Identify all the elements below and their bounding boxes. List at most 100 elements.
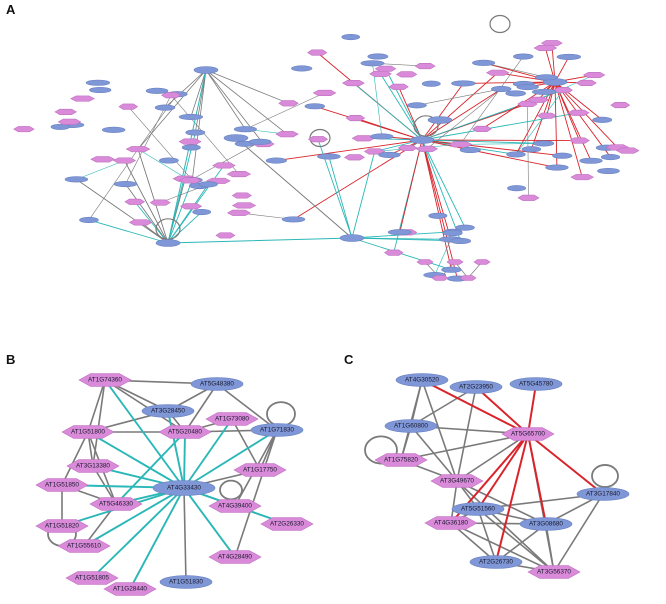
- panel-a-node: [112, 157, 137, 164]
- panel-c-edge: [456, 433, 529, 482]
- panel-c-edge: [456, 386, 477, 482]
- panel-b-node: [35, 519, 89, 533]
- panel-a-node: [459, 146, 481, 154]
- panel-a-node: [304, 103, 325, 110]
- panel-a-node: [600, 154, 621, 161]
- panel-a-edge: [434, 239, 452, 276]
- panel-b-node: [65, 571, 119, 585]
- panel-a-edge: [459, 143, 544, 145]
- panel-b-node-label: AT5G20480: [168, 429, 202, 436]
- panel-a-node: [537, 112, 557, 119]
- panel-c-edge: [421, 379, 458, 482]
- panel-c-edge: [450, 480, 458, 524]
- panel-a-node: [128, 219, 153, 226]
- panel-c-edge: [400, 433, 529, 461]
- panel-a-node: [491, 85, 512, 93]
- panel-a-edge: [170, 94, 240, 175]
- panel-letter-a: A: [6, 2, 16, 17]
- panel-a-node: [442, 230, 463, 237]
- panel-a-edge: [421, 139, 558, 168]
- panel-a-edge: [554, 81, 583, 178]
- panel-a-node: [278, 100, 299, 107]
- panel-b-node-label: AT4G28490: [218, 554, 252, 561]
- panel-c-node-label: AT5G51560: [461, 506, 495, 513]
- panel-a-edge: [328, 156, 353, 239]
- panel-b-node: [233, 463, 287, 477]
- panel-a-node: [374, 65, 397, 72]
- panel-a-node: [360, 60, 385, 67]
- panel-a-edge: [416, 88, 502, 106]
- panel-a-node: [344, 154, 365, 161]
- panel-c-node: [384, 419, 438, 433]
- panel-a-node: [281, 216, 306, 223]
- panel-c-node: [527, 565, 581, 579]
- panel-a-node: [231, 192, 252, 199]
- panel-b-edge: [104, 379, 185, 489]
- panel-b-node: [57, 539, 111, 553]
- panel-c-node-label: AT2G26730: [479, 559, 513, 566]
- panel-a-node: [155, 239, 181, 247]
- panel-a-node: [70, 95, 95, 102]
- panel-c-edge: [477, 433, 529, 510]
- panel-a-edge: [385, 68, 423, 141]
- panel-a-network: [13, 14, 640, 282]
- panel-c-edge: [527, 433, 604, 495]
- panel-a-node: [616, 147, 640, 154]
- panel-a-node: [567, 109, 590, 116]
- panel-b-edge: [183, 431, 186, 489]
- panel-a-edge: [124, 160, 169, 244]
- panel-a-edge: [352, 82, 423, 141]
- panel-a-node: [85, 79, 111, 86]
- panel-a-node: [575, 79, 597, 87]
- panel-b-node: [89, 497, 143, 511]
- panel-a-node: [185, 129, 206, 136]
- panel-a-edge: [88, 219, 169, 244]
- panel-a-edge: [483, 62, 547, 78]
- panel-a-node: [473, 259, 491, 265]
- panel-a-node: [556, 53, 581, 60]
- panel-a-node: [341, 33, 361, 41]
- panel-a-node: [226, 171, 252, 178]
- panel-a-node: [50, 123, 70, 130]
- panel-a-node: [57, 118, 82, 125]
- panel-b-node: [158, 425, 212, 439]
- panel-b-edge: [92, 379, 106, 467]
- panel-b-node-label: AT1G73080: [215, 416, 249, 423]
- panel-a-edge: [167, 183, 209, 244]
- panel-a-node: [455, 224, 475, 231]
- panel-b-node-label: AT4G39400: [218, 503, 252, 510]
- panel-a-edge: [421, 139, 545, 144]
- panel-b-network: AT1G74360AT5G48380AT3G28450AT1G73080AT1G…: [35, 373, 314, 596]
- panel-a-node: [545, 164, 569, 171]
- panel-a-node: [485, 69, 510, 76]
- panel-a-node: [397, 144, 418, 152]
- panel-b-node: [152, 480, 216, 496]
- panel-a-edge: [167, 179, 193, 244]
- panel-c-node: [451, 502, 505, 516]
- panel-b-edge: [184, 383, 218, 433]
- panel-b-node: [159, 575, 213, 589]
- panel-a-edge: [421, 139, 580, 141]
- panel-a-node: [407, 102, 427, 109]
- panel-a-node: [451, 80, 476, 87]
- panel-a-node: [513, 53, 534, 60]
- panel-a-node: [533, 140, 555, 147]
- panel-b-edge: [91, 487, 185, 579]
- panel-c-node: [430, 474, 484, 488]
- panel-a-node: [459, 275, 477, 281]
- panel-a-edge: [137, 148, 169, 244]
- panel-a-node: [223, 134, 249, 142]
- panel-b-node-label: AT5G46330: [99, 501, 133, 508]
- panel-a-node: [265, 157, 287, 164]
- panel-a-nodes: [13, 33, 640, 282]
- panel-a-edge: [462, 81, 556, 84]
- panel-c-edge: [477, 508, 497, 563]
- panel-b-node-label: AT1G71830: [260, 427, 294, 434]
- panel-a-node: [89, 86, 112, 94]
- panel-c-edges: [364, 379, 619, 573]
- panel-b-edge: [183, 487, 187, 583]
- panel-a-node: [193, 66, 219, 74]
- panel-c-edge: [450, 522, 555, 573]
